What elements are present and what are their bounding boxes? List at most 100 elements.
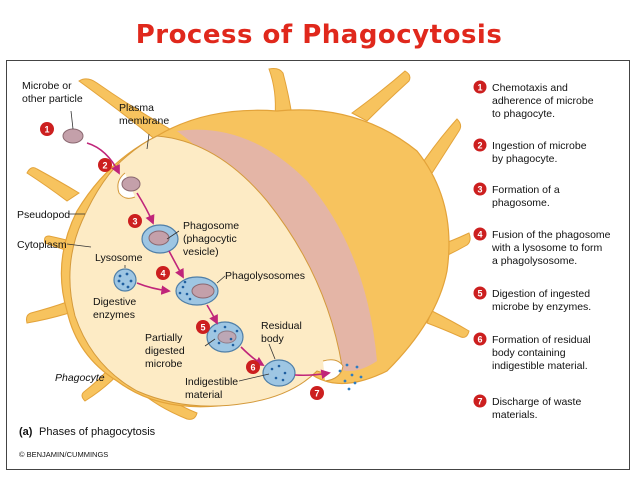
leader-lines — [66, 110, 276, 382]
svg-text:Formation of residual: Formation of residual — [492, 334, 591, 346]
svg-text:6: 6 — [250, 363, 255, 373]
svg-text:Chemotaxis and: Chemotaxis and — [492, 82, 568, 94]
diagram-badge-3: 3 — [128, 214, 142, 228]
svg-text:Fusion of the phagosome: Fusion of the phagosome — [492, 229, 611, 241]
svg-text:5: 5 — [200, 323, 205, 333]
phagosome-microbe — [148, 230, 170, 246]
pseudopod-spike — [26, 167, 80, 202]
arrow-step-1 — [86, 142, 120, 175]
svg-text:a phagolysosome.: a phagolysosome. — [492, 255, 577, 267]
svg-text:7: 7 — [314, 389, 319, 399]
label-cytoplasm: Cytoplasm — [17, 239, 67, 251]
svg-text:Ingestion of microbe: Ingestion of microbe — [492, 140, 587, 152]
svg-text:to phagocyte.: to phagocyte. — [492, 108, 555, 120]
figure-caption: (a) Phases of phagocytosis — [19, 426, 156, 438]
partially-digested-microbe — [217, 330, 237, 344]
caption-text: Phases of phagocytosis — [39, 426, 156, 438]
phagocytosis-diagram: 1 2 3 4 5 6 7 Microbe or other p — [17, 68, 611, 459]
digest-enzymes — [213, 325, 239, 347]
svg-text:1: 1 — [477, 83, 482, 93]
svg-text:3: 3 — [477, 185, 482, 195]
lysosome — [113, 268, 137, 292]
svg-text:phagosome.: phagosome. — [492, 197, 550, 209]
label-phagolysosomes: Phagolysosomes — [225, 270, 305, 282]
svg-text:with a lysosome to form: with a lysosome to form — [491, 242, 603, 254]
label-phagosome-line2: (phagocytic — [183, 233, 237, 245]
label-microbe-line1: Microbe or — [22, 80, 72, 92]
pseudopod-spike — [268, 68, 293, 117]
label-plasma-line1: Plasma — [119, 102, 154, 114]
label-phagosome-line1: Phagosome — [183, 220, 239, 232]
figure-frame: 1 2 3 4 5 6 7 Microbe or other p — [6, 60, 630, 470]
steps-legend: 1 Chemotaxis and adherence of microbe to… — [473, 80, 611, 421]
label-partial-line1: Partially — [145, 332, 183, 344]
lysosome-enzymes — [117, 272, 133, 289]
svg-text:Digestion of ingested: Digestion of ingested — [492, 288, 590, 300]
slide-title: Process of Phagocytosis — [135, 20, 503, 50]
arrow-step-4a — [136, 282, 171, 295]
svg-text:body containing: body containing — [492, 347, 566, 359]
label-plasma-line2: membrane — [119, 115, 169, 127]
diagram-badge-5: 5 — [196, 320, 210, 334]
caption-part: (a) — [19, 426, 33, 438]
svg-text:by phagocyte.: by phagocyte. — [492, 153, 557, 165]
svg-text:4: 4 — [477, 230, 482, 240]
legend-step-1: 1 Chemotaxis and adherence of microbe to… — [473, 80, 594, 120]
legend-step-7: 7 Discharge of waste materials. — [473, 394, 581, 421]
diagram-badge-2: 2 — [98, 158, 112, 172]
microbe-ingested — [121, 176, 141, 192]
copyright-credit: © BENJAMIN/CUMMINGS — [19, 450, 108, 459]
label-lysosome: Lysosome — [95, 252, 143, 264]
svg-text:materials.: materials. — [492, 409, 538, 421]
pseudopod-spike — [78, 78, 179, 142]
cytoplasm-face — [69, 135, 343, 407]
label-residual-line2: body — [261, 333, 285, 345]
label-phagocyte: Phagocyte — [55, 372, 105, 384]
pseudopod-spike — [351, 70, 411, 122]
phagolysosome-microbe — [191, 283, 215, 299]
label-phagosome-line3: vesicle) — [183, 246, 219, 258]
svg-text:3: 3 — [132, 217, 137, 227]
legend-step-2: 2 Ingestion of microbe by phagocyte. — [473, 138, 587, 165]
diagram-badge-6: 6 — [246, 360, 260, 374]
indigestible-material — [270, 364, 287, 382]
label-residual-line1: Residual — [261, 320, 302, 332]
svg-text:Discharge of waste: Discharge of waste — [492, 396, 581, 408]
svg-text:indigestible material.: indigestible material. — [492, 360, 588, 372]
svg-text:microbe by enzymes.: microbe by enzymes. — [492, 301, 591, 313]
arrow-step-6 — [294, 369, 331, 379]
svg-text:adherence of microbe: adherence of microbe — [492, 95, 594, 107]
discharged-waste — [338, 363, 363, 391]
label-pseudopod: Pseudopod — [17, 209, 70, 221]
label-indigestible-line2: material — [185, 389, 222, 401]
svg-text:2: 2 — [102, 161, 107, 171]
arrow-step-3 — [168, 250, 184, 279]
svg-text:1: 1 — [44, 125, 49, 135]
diagram-badge-1: 1 — [40, 122, 54, 136]
legend-step-3: 3 Formation of a phagosome. — [473, 182, 560, 209]
phagolysosome-enzymes — [178, 280, 192, 301]
arrow-step-2 — [136, 192, 155, 225]
arrow-step-5 — [240, 346, 265, 366]
legend-step-5: 5 Digestion of ingested microbe by enzym… — [473, 286, 591, 313]
label-microbe-line2: other particle — [22, 93, 83, 105]
phagocyte-cell — [26, 68, 471, 420]
label-partial-line2: digested — [145, 345, 185, 357]
svg-text:5: 5 — [477, 289, 482, 299]
label-digestive-line1: Digestive — [93, 296, 136, 308]
pseudopod-spike — [426, 310, 470, 338]
svg-text:4: 4 — [160, 269, 165, 279]
label-digestive-line2: enzymes — [93, 309, 135, 321]
arrow-step-4b — [206, 304, 218, 325]
residual-body — [262, 359, 296, 387]
svg-text:2: 2 — [477, 141, 482, 151]
label-indigestible-line1: Indigestible — [185, 376, 238, 388]
process-arrows — [86, 142, 331, 379]
label-partial-line3: microbe — [145, 358, 183, 370]
diagram-badge-4: 4 — [156, 266, 170, 280]
svg-text:7: 7 — [477, 397, 482, 407]
diagram-labels: Microbe or other particle Plasma membran… — [17, 80, 305, 401]
svg-text:Formation of a: Formation of a — [492, 184, 560, 196]
diagram-badge-7: 7 — [310, 386, 324, 400]
svg-text:6: 6 — [477, 335, 482, 345]
